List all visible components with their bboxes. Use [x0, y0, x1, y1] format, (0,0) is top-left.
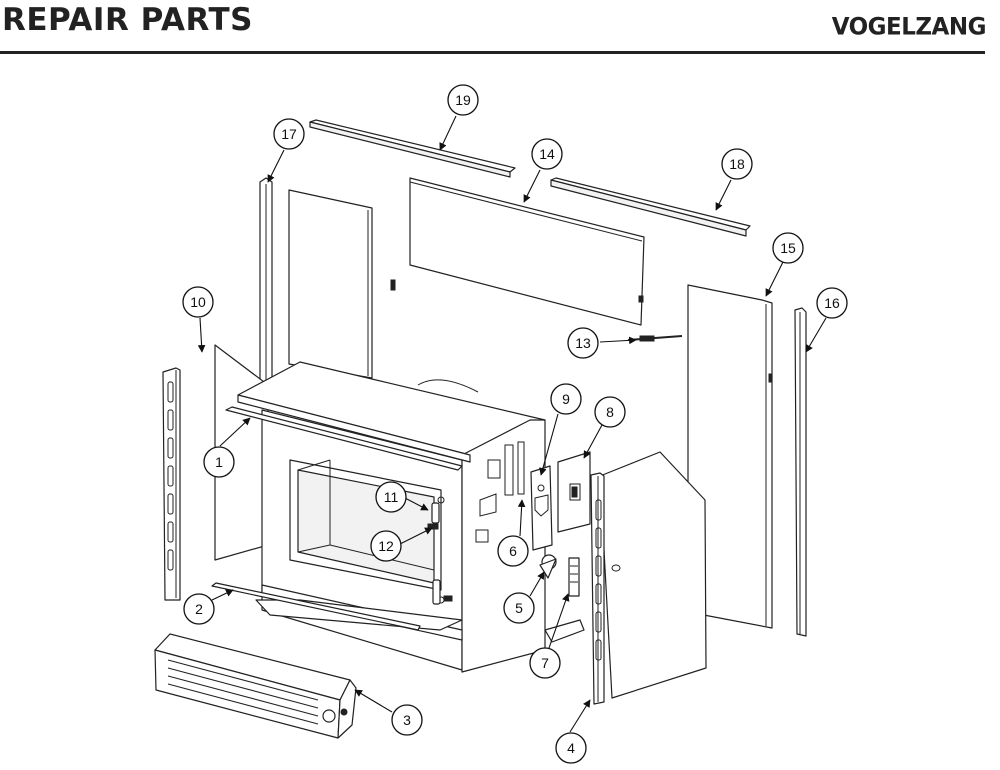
callout-19: 19 — [447, 84, 479, 116]
callout-label: 2 — [195, 601, 203, 617]
part-16-right-strip — [794, 307, 807, 637]
callout-12: 12 — [370, 530, 402, 562]
page-header: REPAIR PARTS VOGELZANG — [0, 0, 1000, 60]
callout-label: 9 — [562, 391, 570, 407]
callout-label: 16 — [824, 295, 840, 311]
firebox-body — [237, 361, 546, 673]
part-15-right-panel — [687, 284, 773, 629]
callout-17: 17 — [273, 118, 305, 150]
page-title: REPAIR PARTS — [2, 2, 253, 38]
callout-label: 13 — [575, 335, 591, 351]
callout-2: 2 — [183, 593, 215, 625]
callout-label: 15 — [780, 240, 796, 256]
callout-7: 7 — [529, 647, 561, 679]
callout-9: 9 — [550, 383, 582, 415]
callout-label: 11 — [384, 489, 399, 505]
callout-label: 7 — [541, 655, 549, 671]
callout-13: 13 — [567, 327, 599, 359]
callout-label: 5 — [515, 600, 523, 616]
callout-label: 17 — [281, 126, 297, 142]
part-18-top-trim-right — [550, 177, 751, 237]
part-5-motor — [539, 554, 557, 579]
part-2-lower-rod — [211, 582, 421, 631]
part-8-control-panel — [557, 451, 591, 533]
part-14-top-panel — [409, 177, 645, 326]
callout-label: 4 — [567, 740, 575, 756]
callout-15: 15 — [772, 232, 804, 264]
left-back-panel — [288, 189, 396, 379]
part-12-latch — [427, 523, 439, 530]
callout-8: 8 — [594, 396, 626, 428]
header-rule — [0, 51, 985, 54]
callout-label: 8 — [606, 404, 614, 420]
callout-6: 6 — [497, 535, 529, 567]
part-17-left-upright — [259, 177, 273, 391]
callout-label: 3 — [403, 712, 411, 728]
callout-14: 14 — [531, 138, 563, 170]
callout-label: 1 — [215, 454, 223, 470]
callout-label: 19 — [455, 92, 471, 108]
callout-4: 4 — [555, 732, 587, 764]
callouts: 1 2 3 4 5 6 7 8 9 10 11 12 13 14 15 16 1… — [182, 84, 848, 764]
callout-10: 10 — [182, 286, 214, 318]
lower-handle — [432, 579, 453, 605]
callout-16: 16 — [816, 287, 848, 319]
part-3-front-grille — [154, 633, 357, 739]
brand-logo: VOGELZANG — [831, 13, 987, 41]
callout-label: 6 — [509, 543, 517, 559]
callout-label: 10 — [190, 294, 206, 310]
part-4-right-side-panel — [590, 451, 707, 705]
callout-5: 5 — [503, 592, 535, 624]
part-7-switch — [568, 557, 580, 597]
part-13-rod — [627, 335, 683, 342]
part-19-top-trim — [309, 119, 516, 178]
callout-11: 11 — [375, 481, 407, 513]
callout-1: 1 — [203, 446, 235, 478]
part-1-upper-rod — [225, 406, 463, 471]
callout-18: 18 — [721, 148, 753, 180]
bottom-bracket — [544, 619, 585, 643]
part-11-upper-handle — [431, 502, 440, 524]
callout-label: 18 — [729, 156, 745, 172]
callout-label: 12 — [378, 538, 394, 554]
callout-3: 3 — [391, 704, 423, 736]
part-9-mounting-plate — [530, 465, 553, 551]
blower-housing — [417, 379, 479, 393]
callout-label: 14 — [539, 146, 555, 162]
